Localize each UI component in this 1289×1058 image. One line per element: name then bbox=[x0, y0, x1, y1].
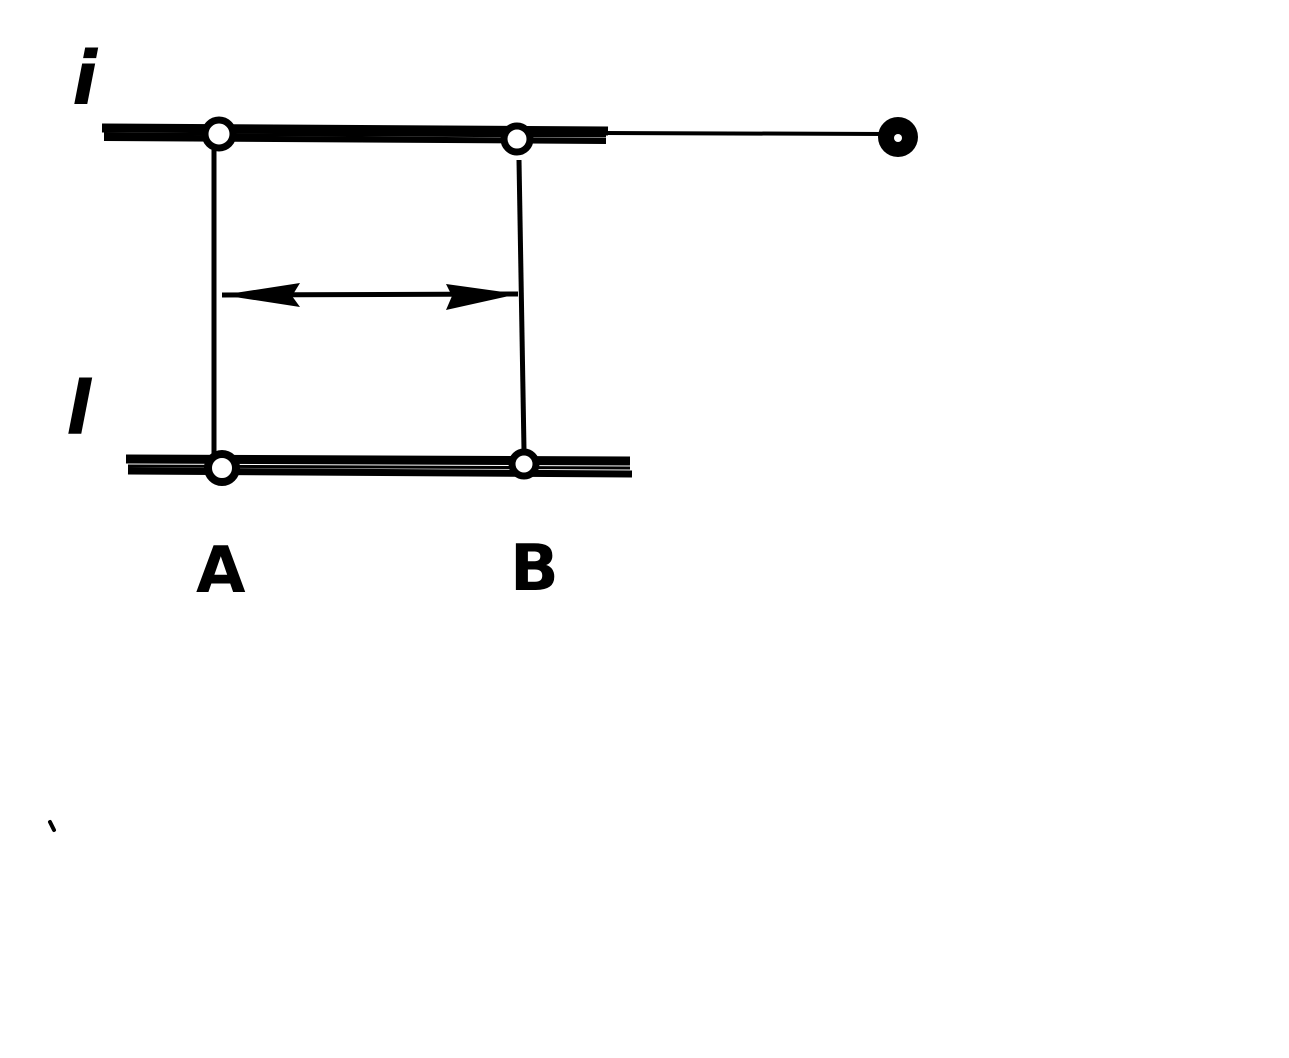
endpoint-dot bbox=[878, 117, 918, 157]
intersection-top-a bbox=[201, 116, 237, 152]
intersection-top-b bbox=[500, 122, 534, 156]
point-a-label: A bbox=[196, 534, 246, 608]
bottom-thick-line bbox=[125, 454, 633, 478]
point-a-circle bbox=[204, 450, 240, 486]
vertical-segment-b bbox=[516, 159, 527, 451]
top-thin-extension bbox=[605, 131, 886, 136]
double-arrow bbox=[221, 283, 519, 310]
bottom-line-label: l bbox=[66, 366, 93, 452]
stray-mark bbox=[48, 820, 56, 832]
top-line-label: i bbox=[72, 36, 99, 122]
point-b-circle bbox=[508, 448, 540, 480]
point-b-label: B bbox=[510, 532, 559, 606]
